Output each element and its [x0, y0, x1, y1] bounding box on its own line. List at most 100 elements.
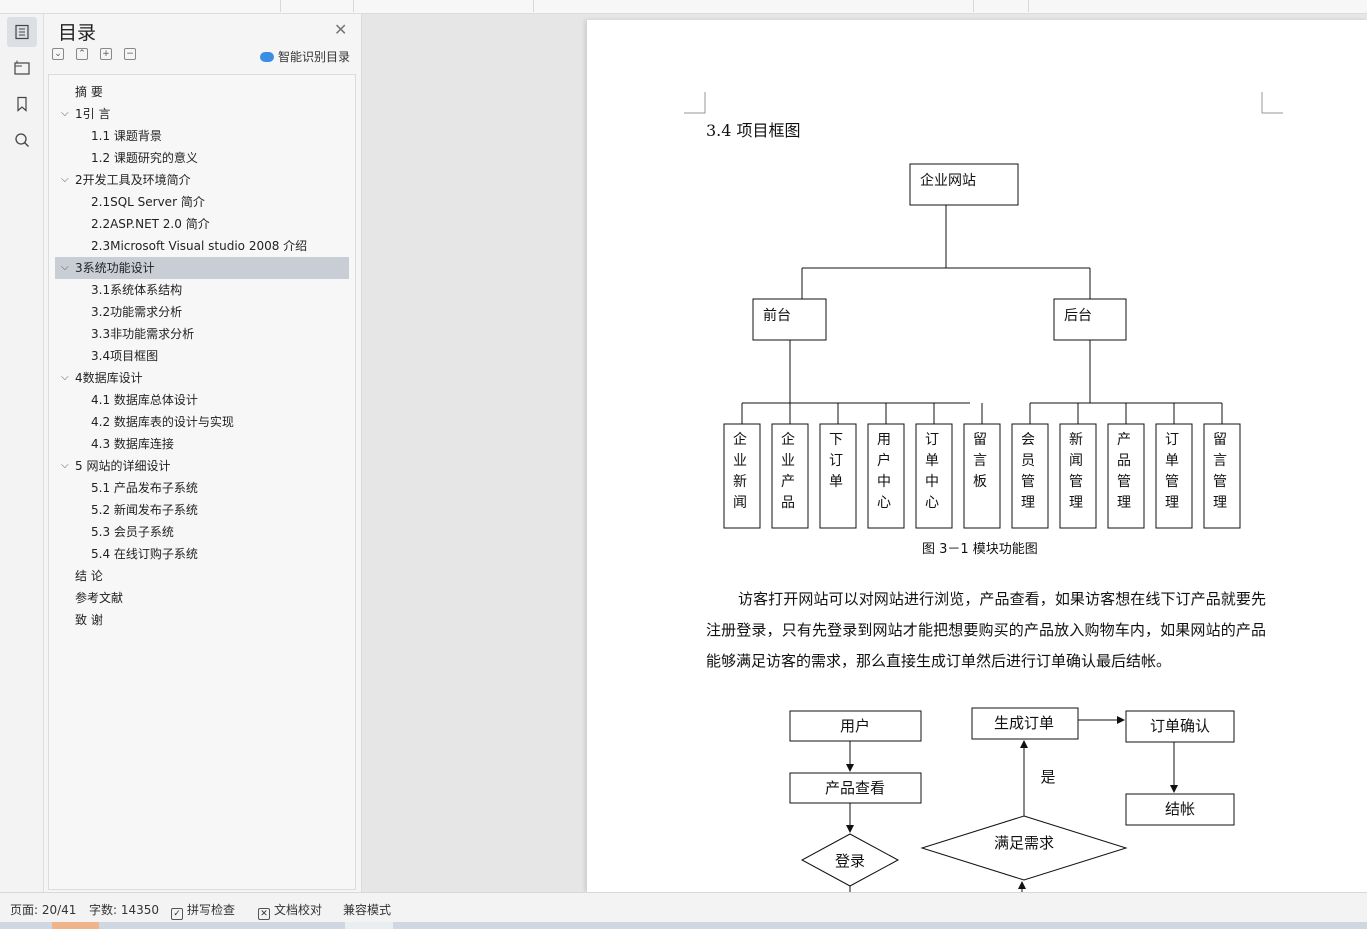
- doc-proof-button[interactable]: ✕文档校对: [258, 901, 322, 920]
- module-child-label: 订单中心: [925, 432, 939, 511]
- toc-item[interactable]: 1.2 课题研究的意义: [55, 147, 349, 169]
- taskbar-strip: [0, 922, 1367, 929]
- module-child-label: 企业产品: [781, 431, 795, 511]
- navigation-rail: [0, 14, 44, 892]
- chevron-down-icon[interactable]: ⌵: [61, 108, 69, 119]
- toc-icon[interactable]: [7, 17, 37, 47]
- toc-item[interactable]: 1.1 课题背景: [55, 125, 349, 147]
- toc-item-label: 3.2功能需求分析: [91, 305, 183, 319]
- toc-title: 目录: [58, 22, 97, 44]
- flow-yes-label: 是: [1040, 768, 1055, 786]
- document-page[interactable]: 3.4 项目框图 企业网站 前台 后台 企业新闻企业产品下: [587, 20, 1367, 892]
- module-child-label: 会员管理: [1021, 432, 1035, 511]
- toc-item[interactable]: ⌵ 4数据库设计: [55, 367, 349, 389]
- crop-mark-left: [684, 92, 706, 114]
- toc-item[interactable]: 5.2 新闻发布子系统: [55, 499, 349, 521]
- module-child-box: [867, 423, 905, 529]
- toc-item-label: 4.1 数据库总体设计: [91, 393, 198, 407]
- toc-item[interactable]: 摘 要: [55, 81, 349, 103]
- proof-icon: ✕: [258, 908, 270, 920]
- add-level-icon[interactable]: +: [100, 48, 112, 60]
- toc-item-label: 致 谢: [75, 613, 103, 627]
- module-diagram: 企业网站 前台 后台 企业新闻企业产品下订单用户中心订单中心留言板会员管理新闻管…: [723, 163, 1241, 529]
- crop-mark-right: [1261, 92, 1283, 114]
- toc-item[interactable]: ⌵ 5 网站的详细设计: [55, 455, 349, 477]
- module-child-box: [771, 423, 809, 529]
- toc-item-label: 5.3 会员子系统: [91, 525, 174, 539]
- outline-icon[interactable]: [7, 53, 37, 83]
- page-indicator[interactable]: 页面: 20/41: [10, 903, 77, 917]
- word-count[interactable]: 字数: 14350: [89, 903, 160, 917]
- chevron-down-icon[interactable]: ⌵: [61, 174, 69, 185]
- toc-item-label: 5.2 新闻发布子系统: [91, 503, 198, 517]
- module-child-box: [1203, 423, 1241, 529]
- bookmark-icon[interactable]: [7, 89, 37, 119]
- module-child-label: 留言板: [973, 432, 987, 490]
- check-icon: ✓: [171, 908, 183, 920]
- flow-view-product-label: 产品查看: [825, 779, 885, 797]
- toc-item-label: 参考文献: [75, 591, 124, 605]
- module-child-label: 企业新闻: [733, 431, 747, 511]
- flow-diamond-meets-needs: [920, 815, 1128, 881]
- toc-item[interactable]: 5.4 在线订购子系统: [55, 543, 349, 565]
- toc-item[interactable]: 4.3 数据库连接: [55, 433, 349, 455]
- smart-toc-button[interactable]: 智能识别目录: [260, 48, 350, 65]
- toc-item-label: 1.2 课题研究的意义: [91, 151, 198, 165]
- module-child-label: 新闻管理: [1069, 432, 1083, 511]
- toc-item-label: 4.3 数据库连接: [91, 437, 174, 451]
- toc-item-label: 2.3Microsoft Visual studio 2008 介绍: [91, 239, 308, 253]
- toc-item[interactable]: 3.3非功能需求分析: [55, 323, 349, 345]
- expand-all-icon[interactable]: ⌄: [52, 48, 64, 60]
- toc-item[interactable]: 5.1 产品发布子系统: [55, 477, 349, 499]
- toc-item[interactable]: 2.2ASP.NET 2.0 简介: [55, 213, 349, 235]
- toc-item[interactable]: 参考文献: [55, 587, 349, 609]
- toc-item[interactable]: 3.4项目框图: [55, 345, 349, 367]
- toc-item-label: 3.3非功能需求分析: [91, 327, 195, 341]
- close-icon[interactable]: ✕: [334, 20, 348, 39]
- toc-item[interactable]: 4.2 数据库表的设计与实现: [55, 411, 349, 433]
- chevron-down-icon[interactable]: ⌵: [61, 372, 69, 383]
- collapse-all-icon[interactable]: ⌃: [76, 48, 88, 60]
- module-back-label: 后台: [1064, 308, 1092, 324]
- search-icon[interactable]: [7, 125, 37, 155]
- flow-box-generate-order: [971, 707, 1079, 740]
- toc-item[interactable]: 3.1系统体系结构: [55, 279, 349, 301]
- module-child-label: 留言管理: [1213, 432, 1227, 511]
- toc-item[interactable]: 3.2功能需求分析: [55, 301, 349, 323]
- chevron-down-icon[interactable]: ⌵: [61, 460, 69, 471]
- toc-item-label: 结 论: [75, 569, 103, 583]
- toc-item[interactable]: 5.3 会员子系统: [55, 521, 349, 543]
- module-child-box: [915, 423, 953, 529]
- toc-item-label: 5 网站的详细设计: [75, 459, 171, 473]
- spell-check-button[interactable]: ✓拼写检查: [171, 901, 235, 920]
- flow-diagram: 用户 产品查看 登录 生成订单 订单确认 结帐 满足需求 是: [789, 707, 1235, 892]
- toc-item[interactable]: ⌵3系统功能设计: [55, 257, 349, 279]
- flow-box-view-product: [789, 772, 922, 804]
- toc-item[interactable]: 2.3Microsoft Visual studio 2008 介绍: [55, 235, 349, 257]
- section-title: 3.4 项目框图: [706, 121, 801, 140]
- module-child-label: 订单管理: [1165, 432, 1179, 511]
- body-paragraph: 访客打开网站可以对网站进行浏览，产品查看，如果访客想在线下订产品就要先注册登录，…: [706, 590, 1266, 670]
- toc-item[interactable]: ⌵2开发工具及环境简介: [55, 169, 349, 191]
- remove-level-icon[interactable]: −: [124, 48, 136, 60]
- toc-item[interactable]: 致 谢: [55, 609, 349, 631]
- module-child-box: [963, 423, 1001, 529]
- flow-box-confirm-order: [1125, 710, 1235, 743]
- module-child-label: 产品管理: [1117, 432, 1131, 511]
- toc-item[interactable]: ⌵ 1引 言: [55, 103, 349, 125]
- toc-item-label: 1引 言: [75, 107, 111, 121]
- flow-box-user: [789, 710, 922, 742]
- module-child-box: [819, 423, 857, 529]
- toc-item-label: 2.2ASP.NET 2.0 简介: [91, 217, 210, 231]
- chevron-down-icon[interactable]: ⌵: [61, 262, 69, 273]
- toc-item-label: 4数据库设计: [75, 371, 143, 385]
- toc-item[interactable]: 结 论: [55, 565, 349, 587]
- module-child-box: [1155, 423, 1193, 529]
- toc-item[interactable]: 4.1 数据库总体设计: [55, 389, 349, 411]
- module-child-box: [1011, 423, 1049, 529]
- toc-item[interactable]: 2.1SQL Server 简介: [55, 191, 349, 213]
- module-root-label: 企业网站: [920, 172, 976, 189]
